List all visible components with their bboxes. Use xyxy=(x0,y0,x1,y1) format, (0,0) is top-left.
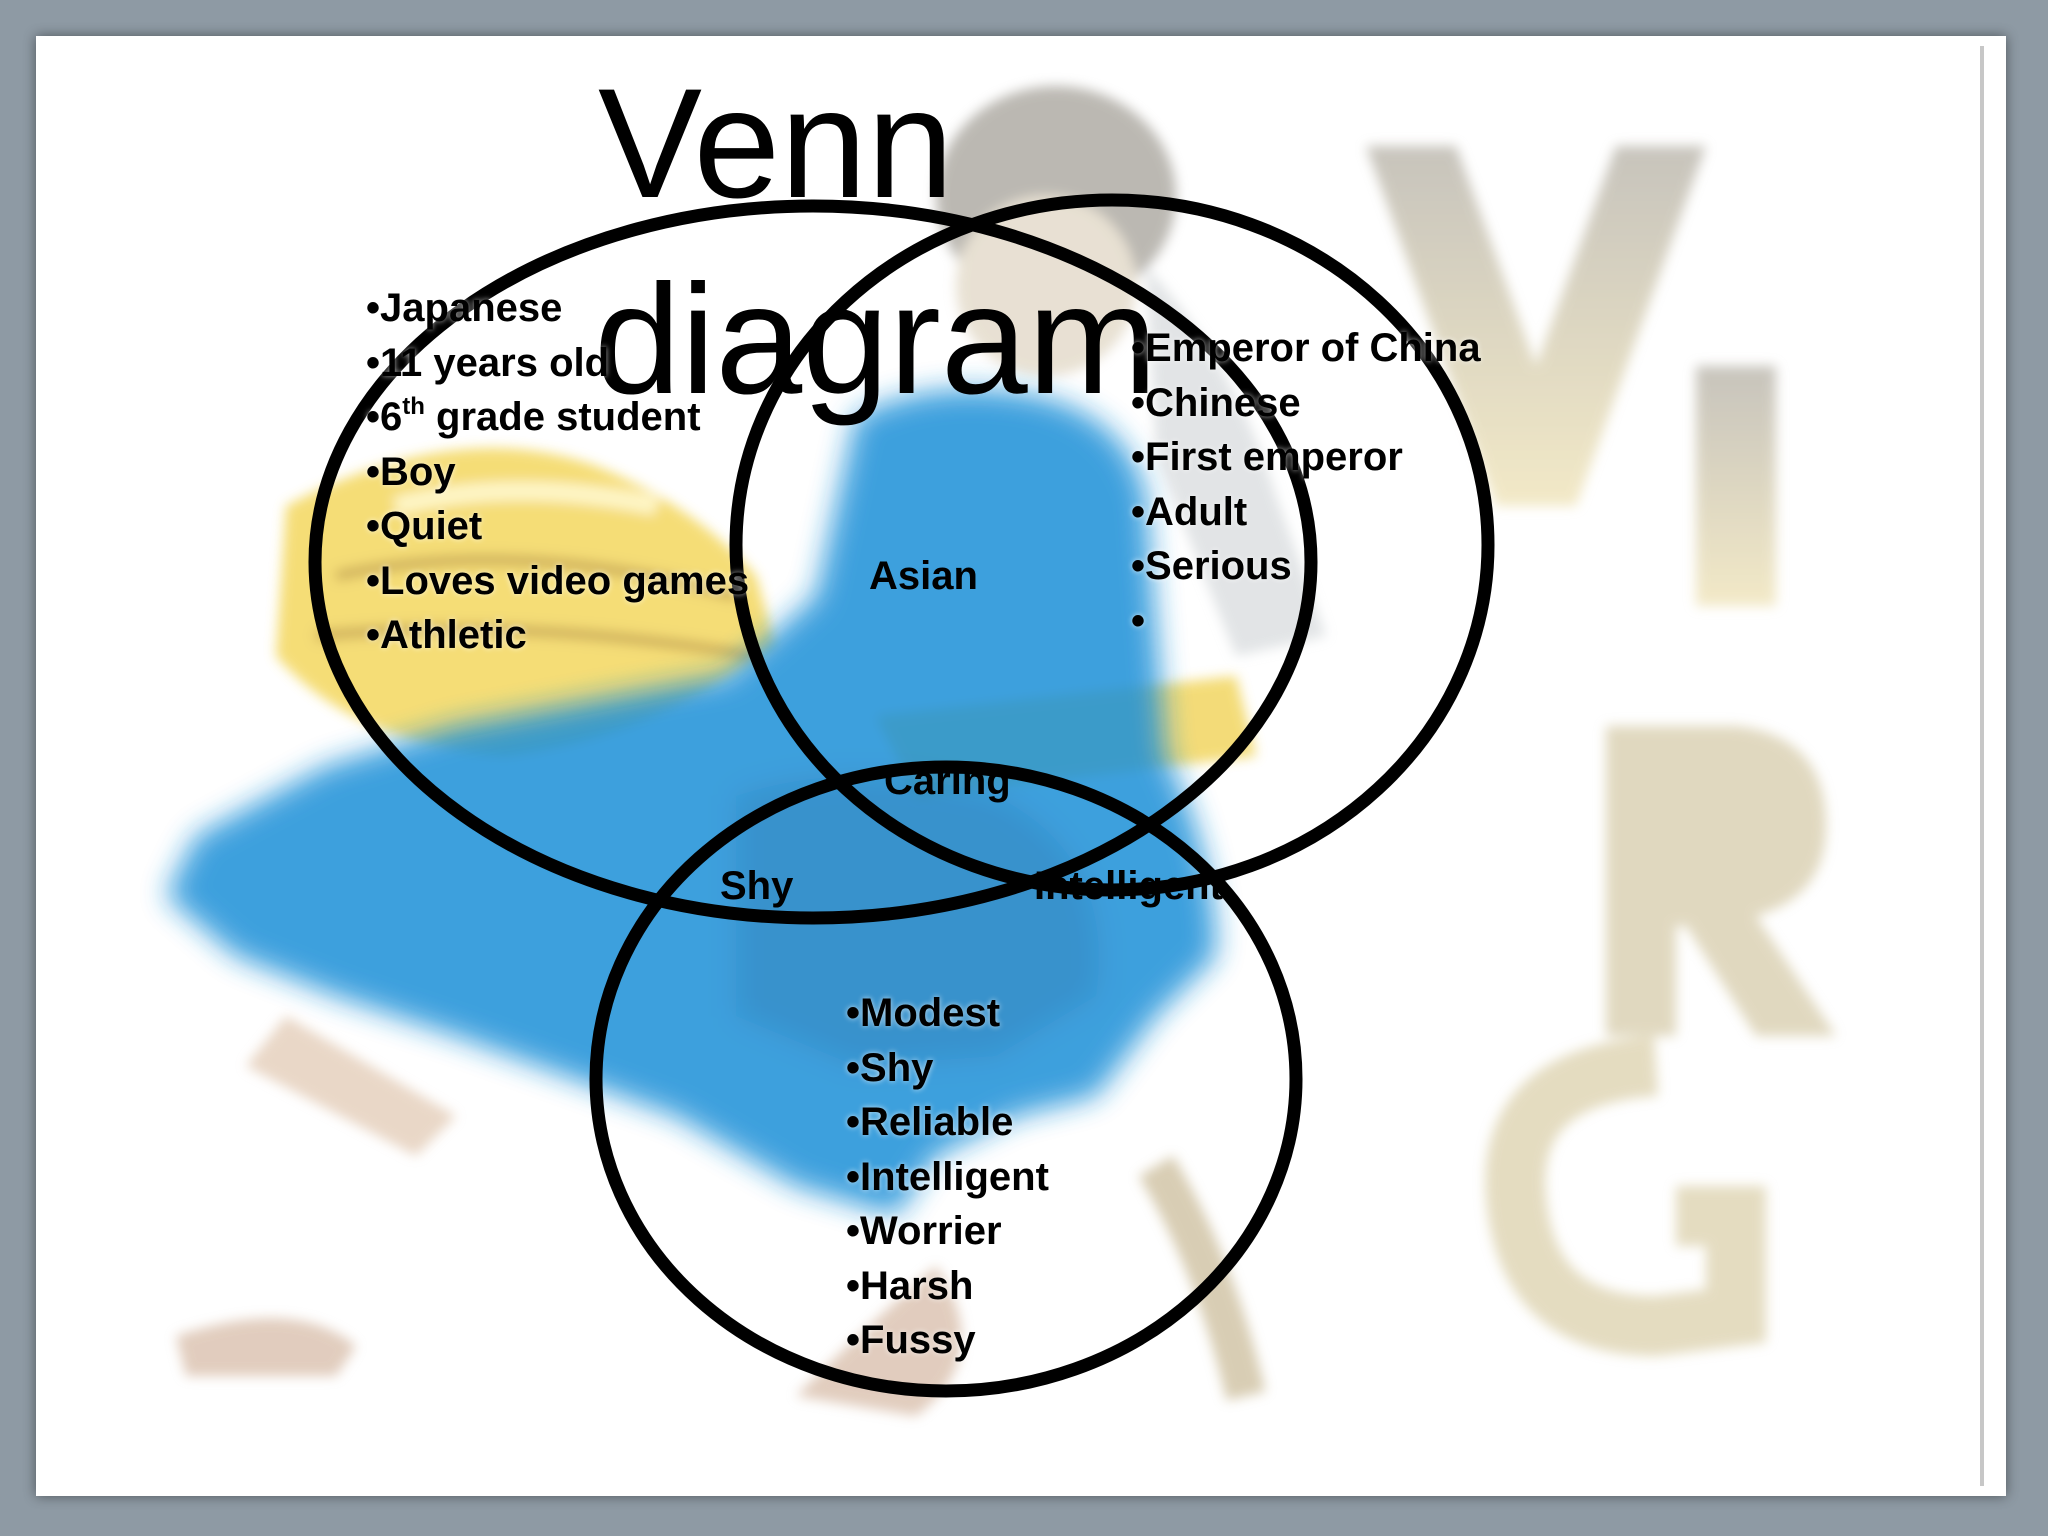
list-item: First emperor xyxy=(1131,430,1481,485)
left-circle-list: Japanese 11 years old 6th grade student … xyxy=(366,281,749,663)
list-item: Loves video games xyxy=(366,554,749,609)
slide: Venn diagram Japanese 11 years old 6th g… xyxy=(36,36,2006,1496)
list-item: Modest xyxy=(846,986,1049,1041)
list-item: Emperor of China xyxy=(1131,321,1481,376)
list-item: Reliable xyxy=(846,1095,1049,1150)
list-item: Chinese xyxy=(1131,376,1481,431)
overlap-right-bottom-label: Intelligent xyxy=(1034,864,1223,908)
list-item: Adult xyxy=(1131,485,1481,540)
list-item: Quiet xyxy=(366,499,749,554)
faded-letters xyxy=(1138,146,1836,1401)
list-item: Serious xyxy=(1131,539,1481,594)
title-line-1: Venn xyxy=(598,57,954,231)
list-item: Harsh xyxy=(846,1259,1049,1314)
bottom-circle-list: Modest Shy Reliable Intelligent Worrier … xyxy=(846,986,1049,1368)
list-item: Fussy xyxy=(846,1313,1049,1368)
list-item: Athletic xyxy=(366,608,749,663)
right-circle-list: Emperor of China Chinese First emperor A… xyxy=(1131,321,1481,648)
list-item: 6th grade student xyxy=(366,390,749,445)
list-item xyxy=(1131,594,1481,649)
list-item: Boy xyxy=(366,445,749,500)
list-item: Shy xyxy=(846,1041,1049,1096)
overlap-left-right-label: Asian xyxy=(869,554,978,598)
circle-bottom xyxy=(589,760,1303,1398)
overlap-center-label: Caring xyxy=(884,759,1011,803)
list-item: Japanese xyxy=(366,281,749,336)
list-item: 11 years old xyxy=(366,336,749,391)
list-item: Worrier xyxy=(846,1204,1049,1259)
list-item: Intelligent xyxy=(846,1150,1049,1205)
overlap-left-bottom-label: Shy xyxy=(720,864,794,908)
